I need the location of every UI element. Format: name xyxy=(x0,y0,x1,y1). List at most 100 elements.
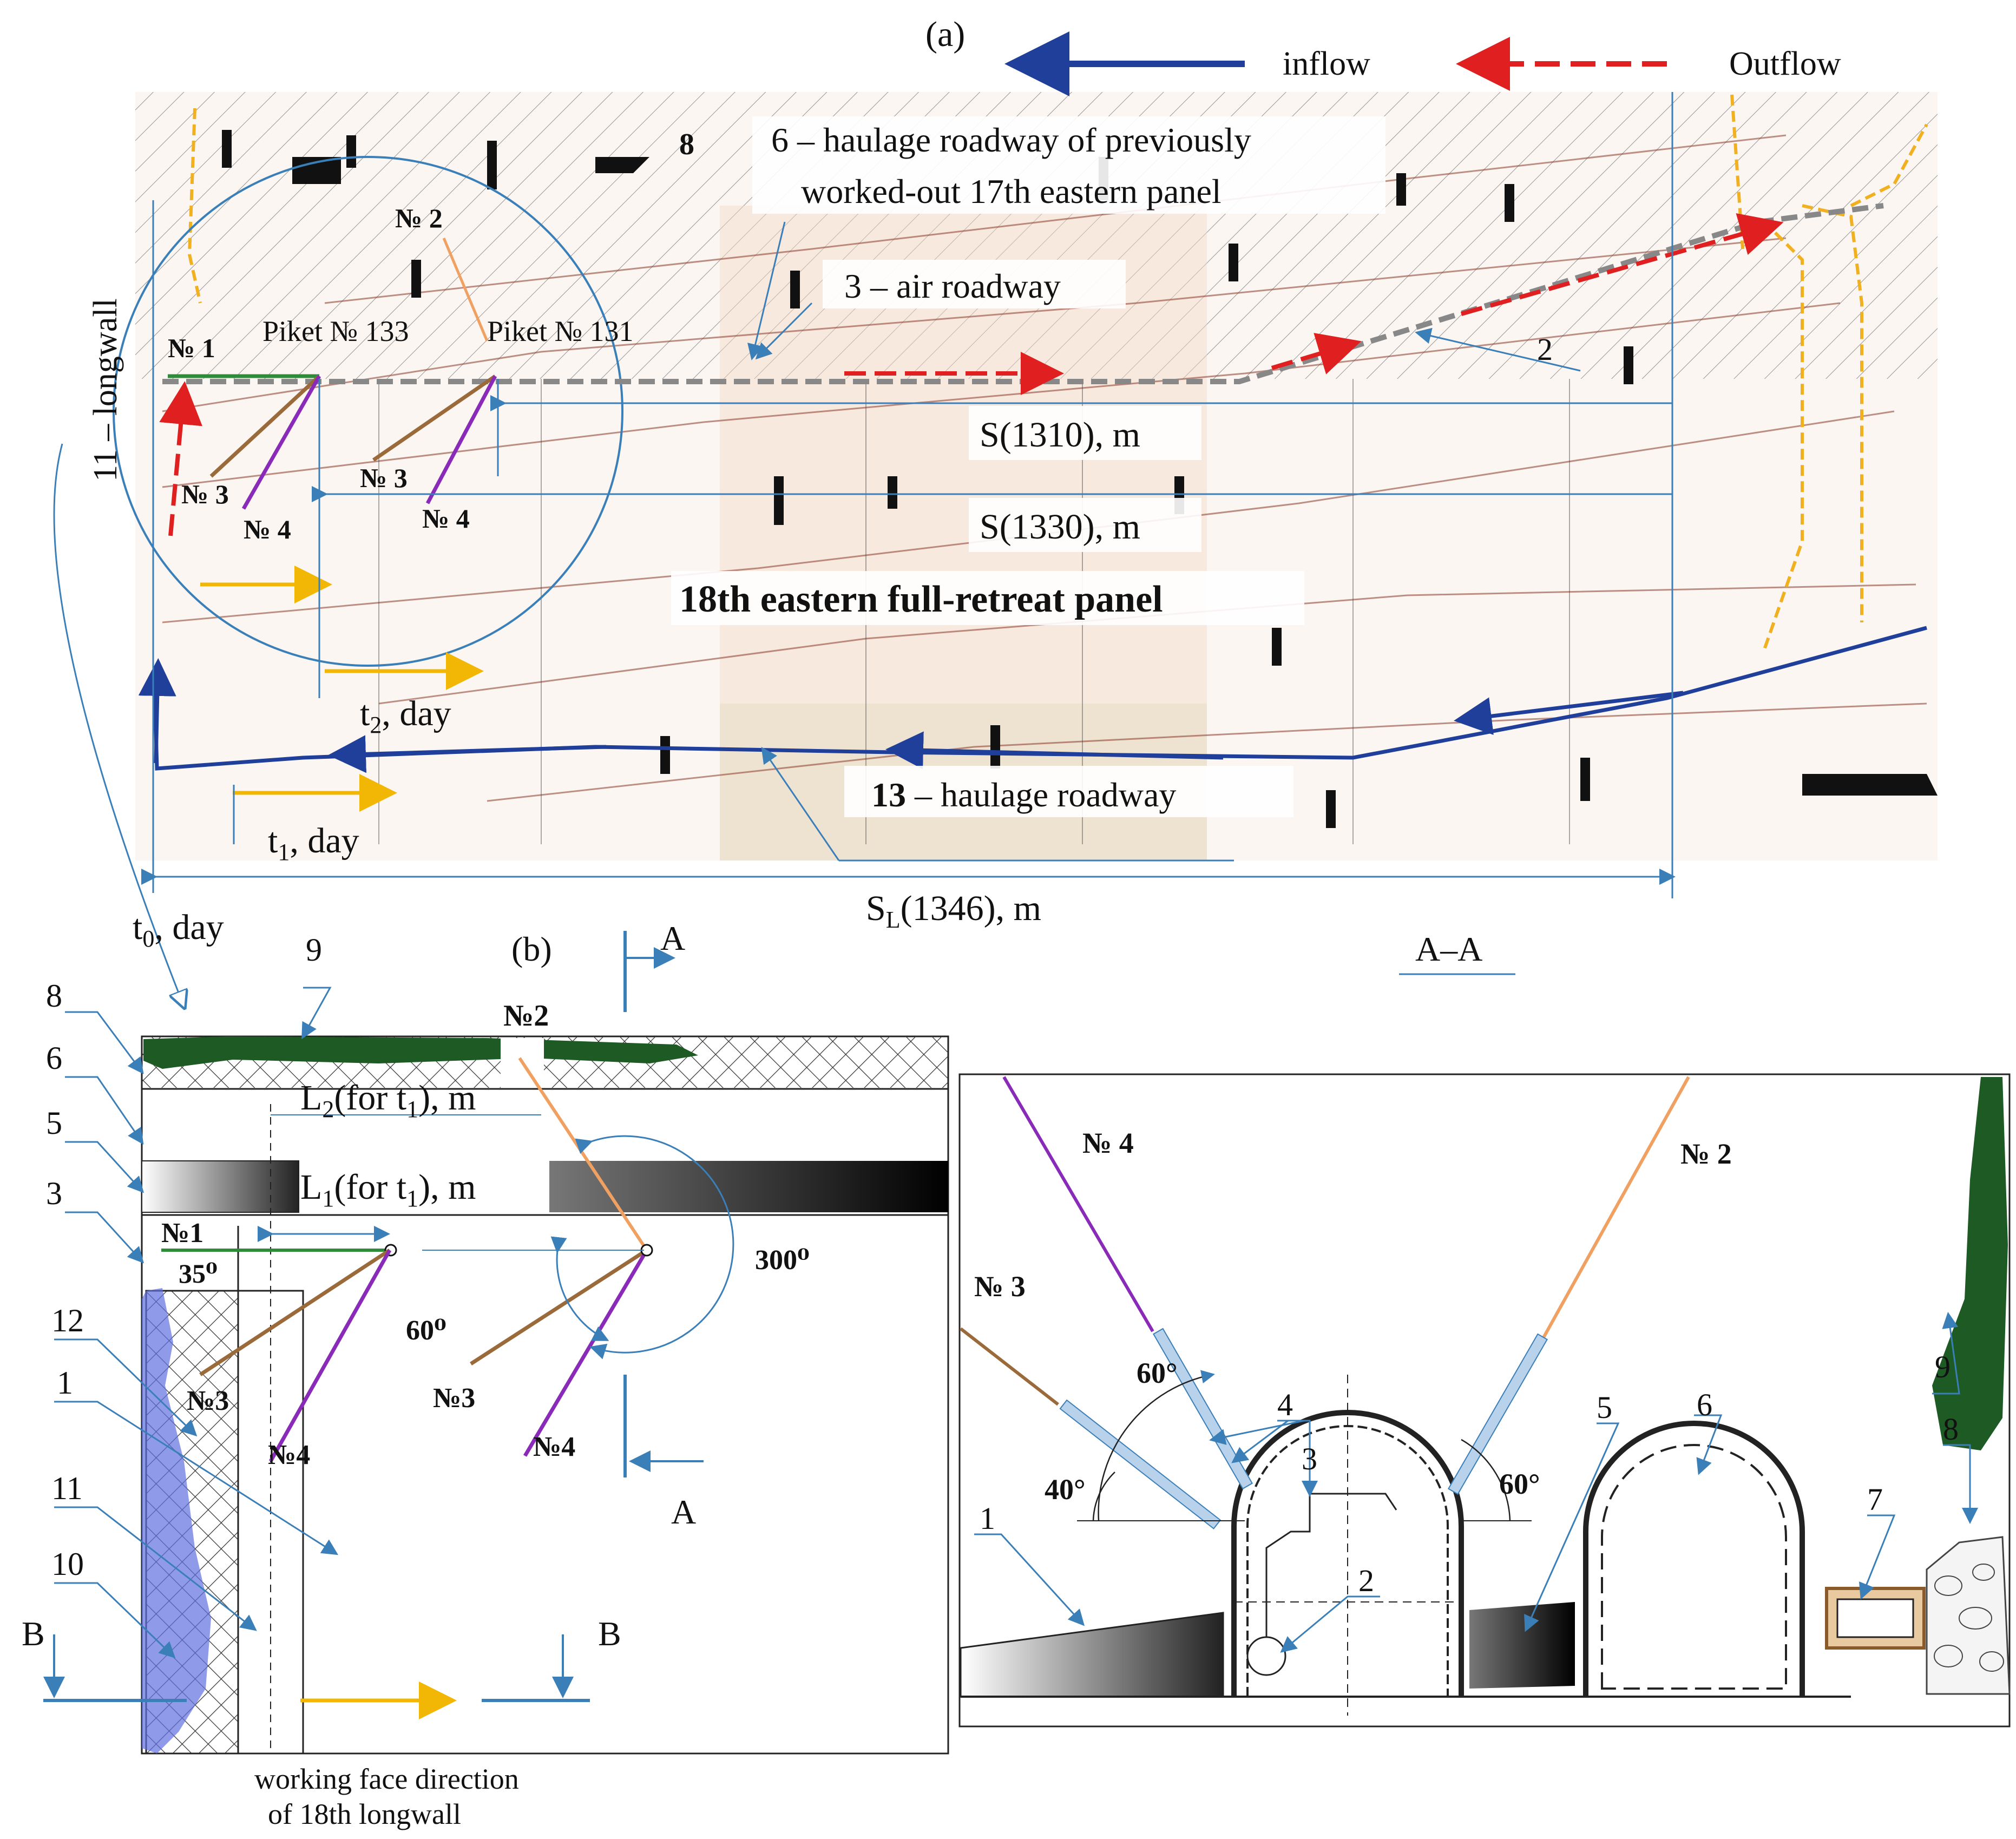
t0-main: t xyxy=(133,908,142,947)
label-no1-b: №1 xyxy=(161,1218,203,1249)
callout-13-text: – haulage roadway xyxy=(906,776,1176,814)
l2-rest: (for t xyxy=(334,1078,406,1118)
label-piket131: Piket № 131 xyxy=(487,315,634,347)
borehole-2-plan xyxy=(442,238,489,341)
label-s1330: S(1330), m xyxy=(980,507,1140,547)
l1-sub2: 1 xyxy=(406,1185,418,1212)
callout-13-num: 13 xyxy=(871,776,906,814)
casing-3 xyxy=(1059,1399,1222,1529)
label-l1: L1(for t1), m xyxy=(300,1167,476,1212)
svg-text:13 – haulage roadway: 13 – haulage roadway xyxy=(871,776,1176,814)
sl-rest: (1346), m xyxy=(901,889,1041,928)
borehole-3-b xyxy=(199,1249,391,1376)
panel-b-num-1: 1 xyxy=(57,1365,73,1401)
borehole-markers xyxy=(222,130,1938,828)
label-longwall: 11 – longwall xyxy=(87,298,124,482)
legend-outflow-label: Outflow xyxy=(1729,45,1841,82)
legend-inflow-label: inflow xyxy=(1283,45,1370,82)
callout-air-roadway: 3 – air roadway xyxy=(844,267,1061,305)
label-no3-b2: №3 xyxy=(433,1383,475,1414)
section-callout-3: 3 xyxy=(1302,1441,1317,1476)
label-s1310: S(1310), m xyxy=(980,415,1140,455)
section-aa-title: A–A xyxy=(1415,930,1482,968)
label-bg-s1310 xyxy=(969,406,1201,460)
borehole-3-section xyxy=(960,1327,1059,1406)
support-7-inner xyxy=(1836,1598,1914,1638)
conveyor-roads xyxy=(187,94,1928,650)
panel-b-num-8: 8 xyxy=(46,978,62,1014)
pipe-2 xyxy=(1246,1636,1286,1676)
section-callout-5: 5 xyxy=(1597,1390,1612,1425)
panel-b-num-6: 6 xyxy=(46,1040,62,1076)
face-direction-line1: working face direction xyxy=(254,1763,519,1795)
t1-rest: , day xyxy=(290,821,359,861)
borehole-4-plan-b xyxy=(425,375,497,504)
t2-sub: 2 xyxy=(370,712,382,738)
borehole-4-plan-a xyxy=(241,375,321,510)
panel-b-leaders xyxy=(54,987,339,1659)
section-callout-2: 2 xyxy=(1358,1563,1374,1598)
callout-8: 8 xyxy=(679,128,694,161)
label-no4a-plan: № 4 xyxy=(244,514,291,544)
sl-sub: L xyxy=(886,907,901,933)
l1-sub: 1 xyxy=(322,1185,334,1212)
borehole-4-b xyxy=(268,1249,392,1462)
layer-5-left xyxy=(141,1160,299,1213)
callout-line-2 xyxy=(1415,327,1581,372)
label-piket133: Piket № 133 xyxy=(262,315,409,347)
zoom-circle xyxy=(113,156,623,667)
section-callout-8: 8 xyxy=(1943,1411,1959,1447)
pipe-2-line xyxy=(1265,1493,1397,1637)
rock-layer-5 xyxy=(1469,1602,1575,1689)
outflow-arrow-2 xyxy=(1271,333,1362,375)
label-no3a-plan: № 3 xyxy=(181,479,229,509)
panel-a: (a) inflow Outflow 8 6 – haulage roadway… xyxy=(53,15,1938,1007)
l1-end: ), m xyxy=(418,1167,476,1207)
l2-main: L xyxy=(300,1078,322,1118)
borehole-2-section xyxy=(1541,1076,1690,1341)
section-angle-60-right: 60° xyxy=(1499,1468,1540,1500)
outflow-arrow-longwall xyxy=(159,381,202,536)
angle-60-arc-right xyxy=(1461,1439,1511,1521)
layer-5-right xyxy=(549,1161,948,1212)
label-no1-plan: № 1 xyxy=(168,333,215,363)
label-sl: SL(1346), m xyxy=(866,889,1041,933)
zoom-link-arrow xyxy=(53,443,184,1007)
angle-300-label: 300⁰ xyxy=(755,1245,810,1276)
t1-main: t xyxy=(268,821,278,861)
angle-35-label: 35⁰ xyxy=(179,1258,218,1289)
t0-sub: 0 xyxy=(142,925,154,952)
face-direction-line2: of 18th longwall xyxy=(268,1798,461,1830)
borehole-4-section xyxy=(1002,1076,1154,1332)
haulage-roadway-line xyxy=(152,626,1927,771)
label-t0: t0, day xyxy=(133,908,224,952)
l1-rest: (for t xyxy=(334,1167,406,1207)
label-no2-section: № 2 xyxy=(1680,1138,1732,1170)
label-no2-b: №2 xyxy=(503,999,549,1033)
panel-b-label: (b) xyxy=(511,930,552,968)
inflow-arrow-4 xyxy=(138,658,176,764)
section-callout-1: 1 xyxy=(980,1501,995,1536)
panel-b-num-12: 12 xyxy=(51,1303,84,1338)
label-no4-section: № 4 xyxy=(1082,1127,1134,1159)
panel-b-num-9: 9 xyxy=(306,932,322,968)
panel-b-num-3: 3 xyxy=(46,1175,62,1211)
callout-2-plan: 2 xyxy=(1537,332,1553,367)
label-bg-3 xyxy=(823,260,1126,308)
t2-main: t xyxy=(360,694,370,733)
section-b-label-right: B xyxy=(598,1614,621,1653)
label-t1: t1, day xyxy=(268,821,359,865)
roadway-6-collapsed xyxy=(1601,1444,1787,1690)
callout-line-13 xyxy=(761,747,840,861)
gap-borehole2b xyxy=(517,1038,544,1089)
gap-borehole2 xyxy=(501,1038,517,1089)
callout-line-3 xyxy=(755,302,813,360)
panel-a-label: (a) xyxy=(925,15,965,54)
green-rock-9-section xyxy=(1932,1077,2008,1450)
panel-b-num-10: 10 xyxy=(51,1546,84,1582)
borehole-3-plan-b xyxy=(372,375,496,462)
inflow-arrow-1 xyxy=(1454,691,1684,735)
section-callout-7: 7 xyxy=(1867,1482,1883,1517)
section-a-label-bottom: A xyxy=(671,1493,696,1531)
roadway-6-arch xyxy=(1583,1421,1805,1697)
